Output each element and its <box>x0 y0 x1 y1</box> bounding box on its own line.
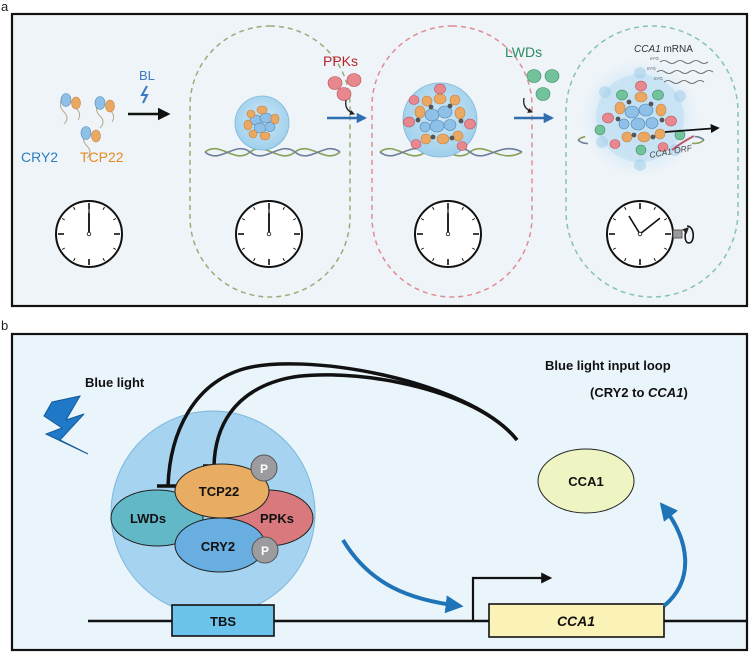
tcp22-monomer <box>91 129 101 143</box>
clock-icon <box>414 200 482 268</box>
cca1-mrna-suffix: mRNA <box>661 44 694 55</box>
stage-2-condensate <box>402 82 478 158</box>
activation-arrow-condensate <box>341 538 464 614</box>
cca1-orf-gene: CCA1 <box>649 146 673 160</box>
clock-icon <box>606 200 695 268</box>
cry2-label: CRY2 <box>21 149 58 165</box>
phospho-badge-tcp22 <box>250 454 278 482</box>
tcp22-monomer <box>71 96 81 110</box>
m7g-cap-1: m⁷G <box>650 56 659 61</box>
lwds-protein-label: LWDs <box>130 511 166 526</box>
dna-helix-1 <box>204 147 341 157</box>
panel-a: a CRY2 TCP22 BL <box>1 0 749 308</box>
loop-sub-gene: CCA1 <box>648 385 683 400</box>
loop-sub-suffix: ) <box>683 385 687 400</box>
panel-b-label: b <box>1 318 8 333</box>
cca1-gene-label: CCA1 <box>557 613 595 629</box>
free-monomers <box>59 93 115 159</box>
mrna-strands <box>656 60 714 84</box>
lightning-icon <box>140 85 149 104</box>
m7g-cap-3: m⁷G <box>654 76 663 81</box>
cry2-monomer <box>94 96 106 110</box>
inhibition-arc-tcp22 <box>212 373 519 467</box>
tcp22-monomer <box>105 99 115 113</box>
cry2-monomer <box>80 126 92 140</box>
panel-b: b Blue light Blue light input loop (CRY2… <box>1 318 749 652</box>
cca1-mrna-gene: CCA1 <box>634 44 661 55</box>
cca1-gene-box <box>488 603 665 638</box>
panel-a-label: a <box>1 0 9 14</box>
lwds-join-arrow <box>523 97 533 113</box>
phospho-label-cry2: P <box>261 544 269 558</box>
stage-1-container <box>189 25 351 298</box>
tcp22-protein-label: TCP22 <box>199 484 239 499</box>
stage-2-container <box>371 25 533 298</box>
clock-winding-knob <box>672 229 683 239</box>
cca1-orf-suffix: ORF <box>671 143 694 157</box>
lwds-label: LWDs <box>505 44 542 60</box>
stage-3-container <box>565 25 739 298</box>
ppks-protein-label: PPKs <box>260 511 294 526</box>
phospho-label-tcp22: P <box>260 462 268 476</box>
cca1-protein-label: CCA1 <box>568 474 603 489</box>
tbs-label: TBS <box>210 614 236 629</box>
m7g-cap-2: m⁷G <box>647 66 656 71</box>
loop-subtitle: (CRY2 to CCA1) <box>590 385 688 400</box>
rotation-icon <box>682 225 695 244</box>
cry2-monomer <box>60 93 72 107</box>
free-ppks <box>327 73 362 101</box>
blue-light-label: Blue light <box>85 375 145 390</box>
stage-3-condensate <box>582 60 698 176</box>
clock-icon <box>235 200 303 268</box>
cca1-orf-label: CCA1 ORF <box>649 143 694 160</box>
clock-row <box>55 200 695 268</box>
tcp22-protein <box>174 463 270 519</box>
loop-sub-prefix: (CRY2 to <box>590 385 648 400</box>
transcription-arrow <box>664 124 720 134</box>
free-lwds <box>526 69 560 101</box>
cca1-protein <box>537 448 635 514</box>
cca1-orf-segment <box>671 135 695 151</box>
loop-title: Blue light input loop <box>545 358 671 373</box>
clock-icon <box>55 200 123 268</box>
tcp22-label: TCP22 <box>80 149 124 165</box>
phospho-badge-cry2 <box>251 536 279 564</box>
activation-arrow-translation <box>659 502 688 608</box>
bl-label: BL <box>139 68 155 83</box>
promoter-arrow <box>471 572 553 620</box>
cca1-mrna-label: CCA1 mRNA <box>634 44 693 55</box>
tbs-box <box>171 604 275 637</box>
stage-1-condensate <box>234 95 290 151</box>
ppks-join-arrow <box>345 99 355 115</box>
lightning-icon <box>43 395 89 455</box>
cry2-protein-label: CRY2 <box>201 539 235 554</box>
ppks-label: PPKs <box>323 53 358 69</box>
